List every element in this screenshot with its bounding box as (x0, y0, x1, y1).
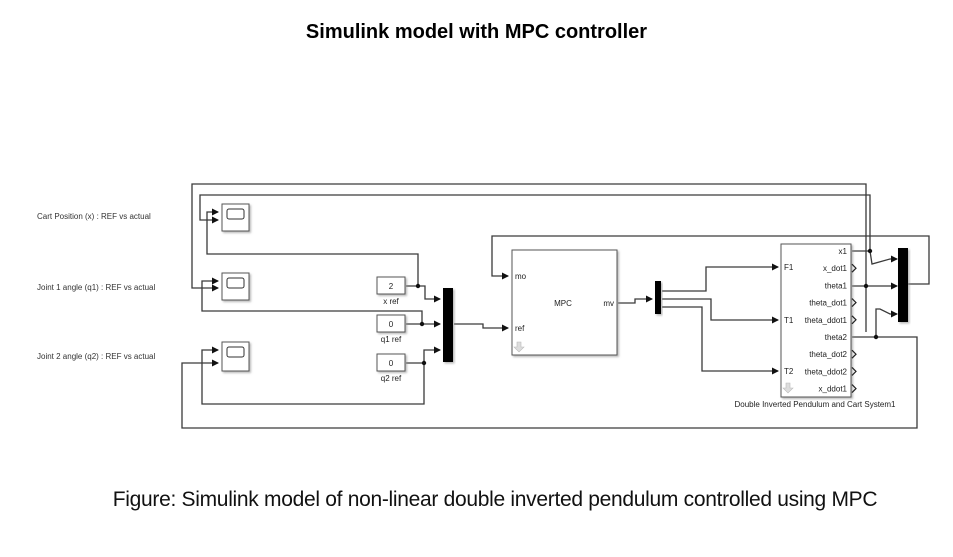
junction-dot (415, 283, 421, 289)
wire-theta2-to-mux (852, 308, 898, 338)
junction-dot (873, 334, 879, 340)
wire-q2ref-to-mux (406, 346, 441, 364)
wire-q2ref-to-scope3 (201, 346, 425, 405)
output-mux[interactable] (898, 248, 908, 322)
wire-theta2-to-scope3 (181, 336, 918, 429)
plant-output-label: theta1 (825, 281, 848, 290)
junction-dot (419, 321, 425, 327)
wire-xref-to-scope1 (206, 208, 419, 286)
junction-dot (863, 283, 869, 289)
wire-mux-to-mpc-mo (491, 235, 930, 285)
control-demux[interactable] (655, 281, 661, 314)
wire-x1-to-mux (852, 250, 898, 265)
wire-theta1-to-scope2 (191, 183, 867, 332)
constant-q1-ref-label: q1 ref (381, 335, 402, 344)
scope-label-cart-position: Cart Position (x) : REF vs actual (37, 212, 151, 221)
wire-demux-to-T1 (662, 298, 779, 324)
plant-output-label: theta_ddot1 (805, 316, 848, 325)
plant-output-label: theta_dot2 (809, 350, 847, 359)
scope-icon (226, 208, 245, 220)
mpc-port-mv: mv (603, 299, 614, 308)
scope-joint1[interactable] (221, 272, 250, 301)
plant-port-T2: T2 (784, 367, 794, 376)
output-port-chevron-icon[interactable] (851, 315, 857, 325)
wire-q1ref-to-scope2 (201, 277, 423, 324)
wire-demux-to-T2 (662, 306, 779, 375)
mpc-port-ref: ref (515, 324, 525, 333)
scope-label-joint2: Joint 2 angle (q2) : REF vs actual (37, 352, 156, 361)
plant-output-label: x1 (839, 247, 848, 256)
constant-q1-ref[interactable] (376, 314, 406, 333)
output-port-chevron-icon[interactable] (851, 349, 857, 359)
page-title: Simulink model with MPC controller (305, 21, 648, 43)
wire-demux-to-F1 (662, 263, 779, 292)
scope-cart-position[interactable] (221, 203, 250, 232)
junction-dot (867, 248, 873, 254)
plant-output-ports: x1 x_dot1 theta1 theta_dot1 theta_ddot1theta… (805, 247, 857, 394)
scope-joint2[interactable] (221, 341, 250, 372)
wire-xref-to-mux (406, 285, 441, 303)
mpc-port-mo: mo (515, 272, 527, 281)
mpc-block-name: MPC (554, 299, 572, 308)
output-port-chevron-icon[interactable] (851, 384, 857, 394)
reference-mux[interactable] (443, 288, 453, 362)
down-arrow-icon (513, 341, 525, 353)
scope-label-joint1: Joint 1 angle (q1) : REF vs actual (37, 283, 156, 292)
scope-icon (226, 346, 245, 358)
plant-block[interactable] (780, 243, 852, 398)
constant-x-ref-label: x ref (383, 297, 399, 306)
plant-port-F1: F1 (784, 263, 794, 272)
wire-mpc-mv-to-demux (618, 295, 653, 304)
scope-icon (226, 277, 245, 289)
constant-q2-ref[interactable] (376, 353, 406, 372)
plant-output-label: x_ddot1 (819, 385, 848, 394)
constant-x-ref[interactable] (376, 276, 406, 295)
output-port-chevron-icon[interactable] (851, 298, 857, 308)
plant-output-label: theta_dot1 (809, 299, 847, 308)
mpc-controller-block[interactable] (511, 249, 618, 356)
down-arrow-icon (782, 382, 794, 394)
plant-output-label: x_dot1 (823, 264, 848, 273)
wire-mux-to-mpc-ref (454, 323, 509, 332)
output-port-chevron-icon[interactable] (851, 263, 857, 273)
plant-port-T1: T1 (784, 316, 794, 325)
output-port-chevron-icon[interactable] (851, 366, 857, 376)
plant-output-label: theta_ddot2 (805, 367, 848, 376)
figure-caption: Figure: Simulink model of non-linear dou… (112, 488, 878, 511)
constant-q1-ref-value: 0 (389, 320, 394, 329)
junction-dot (421, 360, 427, 366)
plant-output-label: theta2 (825, 333, 848, 342)
plant-block-name: Double Inverted Pendulum and Cart System… (735, 400, 897, 409)
constant-q2-ref-label: q2 ref (381, 374, 402, 383)
constant-x-ref-value: 2 (389, 282, 394, 291)
constant-q2-ref-value: 0 (389, 359, 394, 368)
wire-x1-to-scope1 (199, 194, 871, 251)
